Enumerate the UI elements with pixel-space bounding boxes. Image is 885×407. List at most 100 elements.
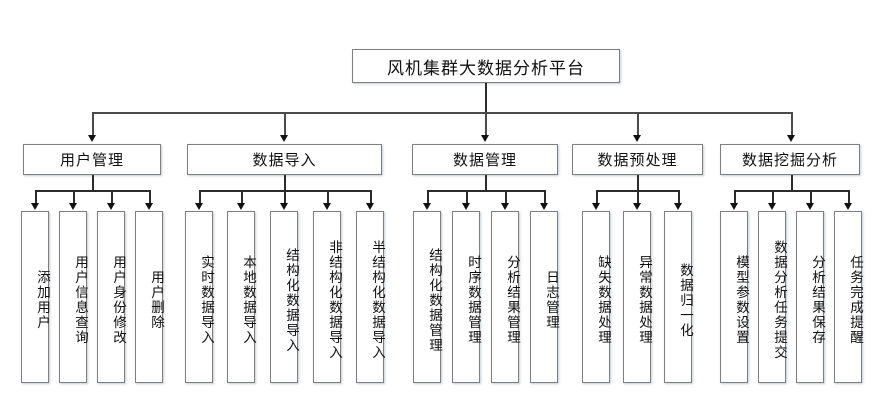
group4-leaf-arrow-1 [592, 203, 600, 210]
group1-leaf-drop-3 [111, 190, 113, 204]
leaf-label-1-3: 用户身份修改 [110, 255, 126, 345]
leaf-label-3-2: 时序数据管理 [465, 255, 481, 345]
group3-leaf-arrow-2 [462, 203, 470, 210]
group2-leaf-drop-2 [241, 190, 243, 204]
level2-bus-connector [92, 112, 792, 114]
branch-arrow-2 [279, 135, 288, 142]
leaf-label-4-2: 异常数据处理 [636, 255, 652, 345]
branch-node-data-import[interactable]: 数据导入 [187, 144, 382, 175]
branch-node-user-management[interactable]: 用户管理 [23, 144, 161, 175]
group3-leaf-arrow-4 [540, 203, 548, 210]
group2-leaf-arrow-4 [323, 203, 331, 210]
group5-leaf-drop-3 [810, 190, 812, 204]
group3-leaf-drop-4 [544, 190, 546, 204]
group5-stem-connector [791, 175, 793, 191]
leaf-node-user-delete[interactable]: 用户删除 [135, 211, 164, 383]
branch-node-data-mining-analysis[interactable]: 数据挖掘分析 [720, 144, 860, 175]
leaf-node-task-completion-reminder[interactable]: 任务完成提醒 [834, 211, 863, 383]
group1-leaf-arrow-2 [69, 203, 77, 210]
group1-stem-connector [92, 175, 94, 191]
leaf-label-1-1: 添加用户 [34, 270, 50, 330]
branch-node-data-management[interactable]: 数据管理 [412, 144, 558, 175]
leaf-label-5-4: 任务完成提醒 [847, 255, 863, 345]
group3-leaf-drop-2 [466, 190, 468, 204]
group5-leaf-arrow-3 [806, 203, 814, 210]
leaf-label-1-2: 用户信息查询 [72, 255, 88, 345]
leaf-node-missing-data-processing[interactable]: 缺失数据处理 [582, 211, 611, 383]
leaf-label-4-3: 数据归一化 [677, 262, 693, 338]
branch-label-1: 用户管理 [59, 151, 124, 169]
leaf-label-4-1: 缺失数据处理 [595, 255, 611, 345]
group4-leaf-drop-2 [637, 190, 639, 204]
leaf-node-analysis-result-save[interactable]: 分析结果保存 [796, 211, 825, 383]
group3-bus-connector [427, 190, 544, 192]
group5-leaf-arrow-4 [844, 203, 852, 210]
group1-leaf-drop-1 [35, 190, 37, 204]
leaf-node-user-identity-modify[interactable]: 用户身份修改 [97, 211, 126, 383]
group5-leaf-drop-1 [734, 190, 736, 204]
branch-arrow-5 [786, 135, 795, 142]
leaf-node-log-management[interactable]: 日志管理 [530, 211, 559, 383]
leaf-label-2-3: 结构化数据导入 [283, 247, 299, 353]
leaf-label-3-4: 日志管理 [543, 270, 559, 330]
leaf-label-2-5: 半结构化数据导入 [369, 240, 385, 360]
group1-leaf-arrow-3 [107, 203, 115, 210]
group5-bus-connector [734, 190, 848, 192]
group5-leaf-arrow-1 [730, 203, 738, 210]
leaf-node-user-info-query[interactable]: 用户信息查询 [59, 211, 88, 383]
leaf-label-1-4: 用户删除 [148, 270, 164, 330]
leaf-label-2-2: 本地数据导入 [240, 255, 256, 345]
leaf-node-add-user[interactable]: 添加用户 [21, 211, 50, 383]
group3-leaf-arrow-3 [501, 203, 509, 210]
group4-leaf-arrow-3 [674, 203, 682, 210]
root-node[interactable]: 风机集群大数据分析平台 [352, 49, 620, 83]
group1-bus-connector [35, 190, 149, 192]
group2-leaf-arrow-1 [195, 203, 203, 210]
leaf-node-realtime-data-import[interactable]: 实时数据导入 [185, 211, 214, 383]
root-stem-connector [485, 83, 487, 113]
group2-leaf-arrow-5 [366, 203, 374, 210]
leaf-node-data-normalization[interactable]: 数据归一化 [664, 211, 693, 383]
group1-leaf-drop-4 [149, 190, 151, 204]
group2-leaf-arrow-2 [237, 203, 245, 210]
branch-arrow-1 [87, 135, 96, 142]
branch-drop-connector-3 [485, 112, 487, 136]
leaf-label-2-4: 非结构化数据导入 [326, 240, 342, 360]
leaf-node-model-parameter-settings[interactable]: 模型参数设置 [720, 211, 749, 383]
branch-drop-connector-5 [791, 112, 793, 136]
leaf-node-analysis-result-management[interactable]: 分析结果管理 [491, 211, 520, 383]
leaf-node-timeseries-data-management[interactable]: 时序数据管理 [452, 211, 481, 383]
root-node-label: 风机集群大数据分析平台 [387, 58, 585, 79]
group4-leaf-drop-3 [678, 190, 680, 204]
group2-leaf-arrow-3 [280, 203, 288, 210]
leaf-label-5-3: 分析结果保存 [809, 255, 825, 345]
branch-label-2: 数据导入 [252, 151, 317, 169]
branch-node-data-preprocessing[interactable]: 数据预处理 [572, 144, 703, 175]
leaf-node-structured-data-management[interactable]: 结构化数据管理 [413, 211, 442, 383]
branch-label-3: 数据管理 [452, 151, 517, 169]
leaf-label-5-1: 模型参数设置 [733, 255, 749, 345]
leaf-node-abnormal-data-processing[interactable]: 异常数据处理 [623, 211, 652, 383]
leaf-node-semi-structured-data-import[interactable]: 半结构化数据导入 [356, 211, 385, 383]
leaf-label-3-1: 结构化数据管理 [426, 247, 442, 353]
branch-label-5: 数据挖掘分析 [741, 151, 838, 169]
group2-leaf-drop-4 [327, 190, 329, 204]
leaf-node-local-data-import[interactable]: 本地数据导入 [227, 211, 256, 383]
group4-leaf-arrow-2 [633, 203, 641, 210]
branch-drop-connector-1 [92, 112, 94, 136]
group3-leaf-drop-3 [505, 190, 507, 204]
group5-leaf-drop-2 [772, 190, 774, 204]
leaf-label-3-3: 分析结果管理 [504, 255, 520, 345]
group3-leaf-arrow-1 [423, 203, 431, 210]
leaf-node-analysis-task-submission[interactable]: 数据分析任务提交 [758, 211, 787, 383]
leaf-label-5-2: 数据分析任务提交 [771, 240, 787, 360]
group1-leaf-drop-2 [73, 190, 75, 204]
leaf-node-unstructured-data-import[interactable]: 非结构化数据导入 [313, 211, 342, 383]
group2-leaf-drop-3 [284, 190, 286, 204]
group3-leaf-drop-1 [427, 190, 429, 204]
branch-label-4: 数据预处理 [597, 151, 678, 169]
group4-stem-connector [637, 175, 639, 191]
leaf-node-structured-data-import[interactable]: 结构化数据导入 [270, 211, 299, 383]
group2-leaf-drop-5 [370, 190, 372, 204]
